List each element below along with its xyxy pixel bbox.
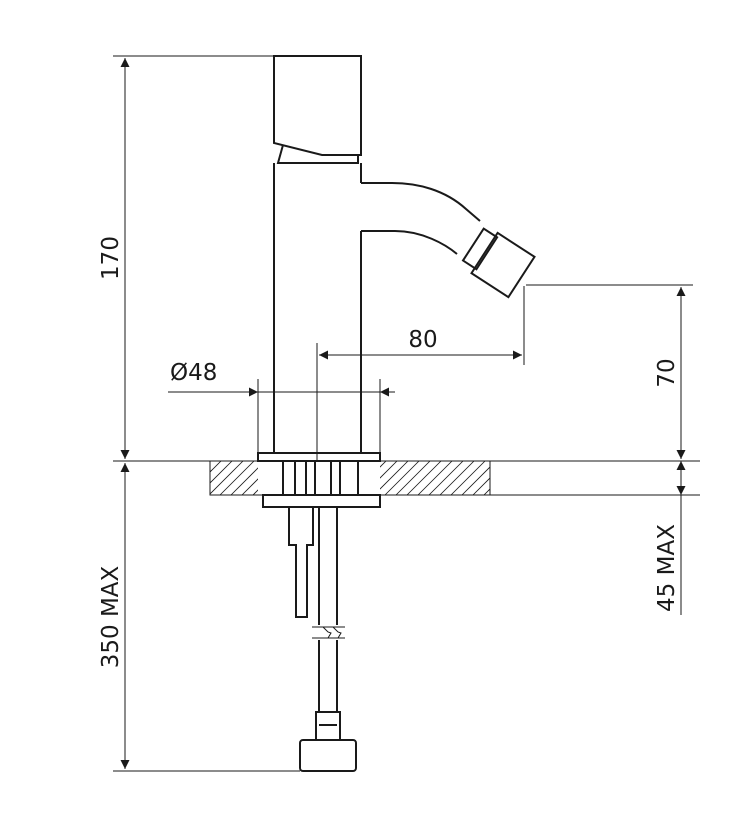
hatch-line xyxy=(280,461,326,495)
dim-hose-length: 350 MAX xyxy=(98,463,300,772)
dim-hose-length-label: 350 MAX xyxy=(98,565,124,668)
dim-base-diameter-label: Ø48 xyxy=(170,360,217,386)
hatch-line xyxy=(489,461,490,495)
hatch-line xyxy=(357,461,403,495)
handle-lever xyxy=(273,55,362,156)
dim-spout-reach: 80 xyxy=(316,286,525,461)
hatch-line xyxy=(269,461,315,495)
hose-connector-nut xyxy=(299,739,357,772)
dim-base-diameter: Ø48 xyxy=(168,360,395,453)
hatch-line xyxy=(467,461,490,495)
dim-outlet-height: 70 xyxy=(526,284,693,459)
spout xyxy=(361,182,481,255)
hatch-line xyxy=(214,461,260,495)
fixing-nut-plate xyxy=(262,494,381,508)
hatch-line xyxy=(390,461,436,495)
flexible-hose xyxy=(318,507,338,712)
hatch-line xyxy=(236,461,282,495)
hose-break-symbol xyxy=(312,626,345,639)
hatch-line xyxy=(478,461,490,495)
hatch-line xyxy=(346,461,392,495)
dim-total-height: 170 xyxy=(98,55,274,459)
hose-ferrule xyxy=(315,711,341,741)
hatch-line xyxy=(313,461,359,495)
threaded-rod xyxy=(288,507,314,618)
hatch-line xyxy=(456,461,490,495)
tap-body xyxy=(257,55,536,462)
hatch-line xyxy=(434,461,480,495)
hatch-line xyxy=(160,456,204,500)
dim-deck-thickness-label: 45 MAX xyxy=(654,524,680,612)
hatch-line xyxy=(210,461,249,495)
hatch-line xyxy=(210,461,238,495)
dim-spout-reach-label: 80 xyxy=(408,327,437,353)
hatch-line xyxy=(412,461,458,495)
under-deck-fixing xyxy=(262,460,381,772)
hatch-line xyxy=(368,461,414,495)
hatch-line xyxy=(379,461,425,495)
aerator-nozzle xyxy=(461,227,536,299)
hatch-line xyxy=(210,461,227,495)
hatch-line xyxy=(225,461,271,495)
base-flange xyxy=(257,452,381,462)
hatch-line xyxy=(210,461,216,495)
hatch-line xyxy=(501,456,545,500)
countertop-section xyxy=(113,456,700,500)
hatch-line xyxy=(512,456,556,500)
cartridge-collar xyxy=(276,144,359,164)
hatch-line xyxy=(401,461,447,495)
hatch-line xyxy=(258,461,304,495)
hatch-line xyxy=(247,461,293,495)
hatch-line xyxy=(445,461,490,495)
dim-deck-thickness: 45 MAX xyxy=(654,461,686,615)
hatch-line xyxy=(423,461,469,495)
tap-main-body xyxy=(273,163,362,453)
dim-total-height-label: 170 xyxy=(98,236,124,280)
dim-outlet-height-label: 70 xyxy=(654,358,680,387)
